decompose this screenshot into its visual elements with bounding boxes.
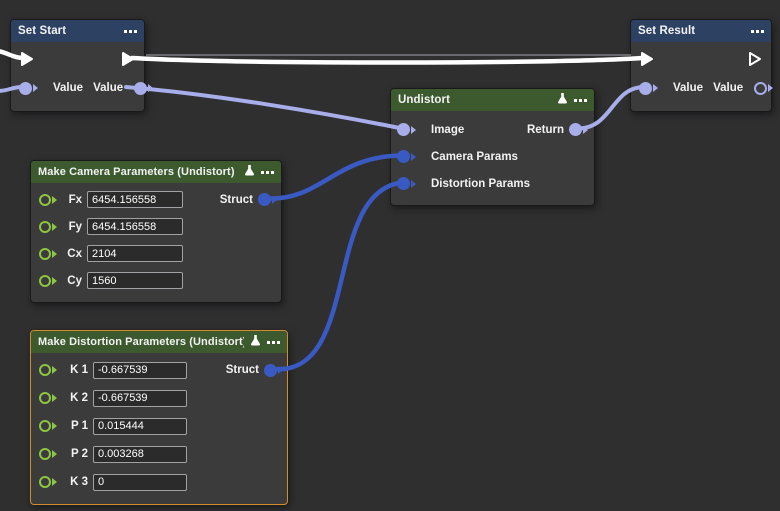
value-in-label: Value — [53, 82, 84, 94]
k2-label: K 2 — [70, 392, 88, 404]
exec-in-pin[interactable] — [19, 51, 35, 67]
cx-label: Cx — [67, 247, 82, 260]
camera-params-in-label: Camera Params — [431, 150, 518, 163]
value-in-pin[interactable] — [639, 81, 658, 95]
node-header[interactable]: Make Distortion Parameters (Undistort) — [31, 331, 287, 353]
k1-field[interactable] — [93, 361, 187, 379]
image-in-pin[interactable] — [397, 123, 416, 136]
menu-icon[interactable] — [261, 170, 274, 174]
return-out-pin[interactable] — [569, 123, 588, 136]
menu-icon[interactable] — [574, 98, 587, 102]
distortion-params-in-label: Distortion Params — [431, 177, 531, 190]
node-header[interactable]: Undistort — [391, 89, 594, 111]
node-title: Undistort — [398, 94, 451, 106]
k3-field[interactable] — [93, 473, 187, 491]
flask-icon[interactable] — [557, 91, 568, 109]
p2-in-pin[interactable] — [39, 448, 57, 460]
node-title: Set Result — [638, 25, 696, 37]
value-out-pin[interactable] — [754, 81, 774, 95]
distortion-params-in-pin[interactable] — [397, 177, 416, 190]
k3-label: K 3 — [70, 476, 88, 488]
cx-in-pin[interactable] — [39, 247, 57, 260]
menu-icon[interactable] — [267, 340, 280, 344]
k3-in-pin[interactable] — [39, 476, 57, 488]
struct-out-label: Struct — [225, 364, 259, 376]
node-title: Make Distortion Parameters (Undistort) — [38, 336, 244, 348]
p2-field[interactable] — [93, 445, 187, 463]
k2-field[interactable] — [93, 389, 187, 407]
node-set-result[interactable]: Set Result Value Value — [630, 19, 774, 112]
image-in-label: Image — [431, 123, 465, 136]
struct-out-pin[interactable] — [264, 363, 283, 377]
fx-field[interactable] — [87, 191, 183, 208]
wire-camera-struct[interactable] — [263, 153, 405, 201]
exec-out-pin[interactable] — [747, 51, 763, 67]
p1-label: P 1 — [70, 420, 88, 432]
wire-exec-main[interactable] — [129, 55, 645, 65]
p2-label: P 2 — [70, 448, 88, 460]
value-out-label: Value — [93, 82, 124, 94]
cy-field[interactable] — [87, 272, 183, 289]
fy-label: Fy — [68, 220, 82, 233]
k1-label: K 1 — [70, 364, 88, 376]
struct-out-label: Struct — [219, 193, 253, 206]
return-out-label: Return — [526, 123, 564, 136]
fx-in-pin[interactable] — [39, 193, 57, 206]
node-undistort[interactable]: Undistort Image Return Camera Params — [390, 88, 595, 206]
struct-out-pin[interactable] — [258, 193, 277, 206]
exec-out-pin[interactable] — [120, 51, 136, 67]
node-header[interactable]: Set Start — [11, 20, 144, 42]
menu-icon[interactable] — [124, 29, 137, 33]
k2-in-pin[interactable] — [39, 392, 57, 404]
cy-label: Cy — [67, 274, 82, 287]
flask-icon[interactable] — [250, 333, 261, 351]
k1-in-pin[interactable] — [39, 364, 57, 376]
menu-icon[interactable] — [751, 29, 764, 33]
p1-field[interactable] — [93, 417, 187, 435]
value-in-pin[interactable] — [19, 81, 38, 95]
fy-in-pin[interactable] — [39, 220, 57, 233]
node-set-start[interactable]: Set Start Value Value — [10, 19, 154, 112]
p1-in-pin[interactable] — [39, 420, 57, 432]
fy-field[interactable] — [87, 218, 183, 235]
node-header[interactable]: Make Camera Parameters (Undistort) — [31, 161, 281, 183]
node-header[interactable]: Set Result — [631, 20, 771, 42]
cx-field[interactable] — [87, 245, 183, 262]
flask-icon[interactable] — [244, 163, 255, 181]
node-title: Make Camera Parameters (Undistort) — [38, 166, 235, 178]
cy-in-pin[interactable] — [39, 274, 57, 287]
camera-params-in-pin[interactable] — [397, 150, 416, 163]
value-out-pin[interactable] — [134, 81, 154, 95]
wire-value-to-undistort[interactable] — [124, 85, 404, 131]
node-make-distortion-parameters[interactable]: Make Distortion Parameters (Undistort) K… — [30, 330, 288, 505]
fx-label: Fx — [68, 193, 82, 206]
exec-in-pin[interactable] — [639, 51, 655, 67]
value-in-label: Value — [673, 82, 704, 94]
node-make-camera-parameters[interactable]: Make Camera Parameters (Undistort) Fx St… — [30, 160, 282, 303]
value-out-label: Value — [713, 82, 744, 94]
node-title: Set Start — [18, 25, 67, 37]
wire-distortion-struct[interactable] — [269, 180, 405, 372]
